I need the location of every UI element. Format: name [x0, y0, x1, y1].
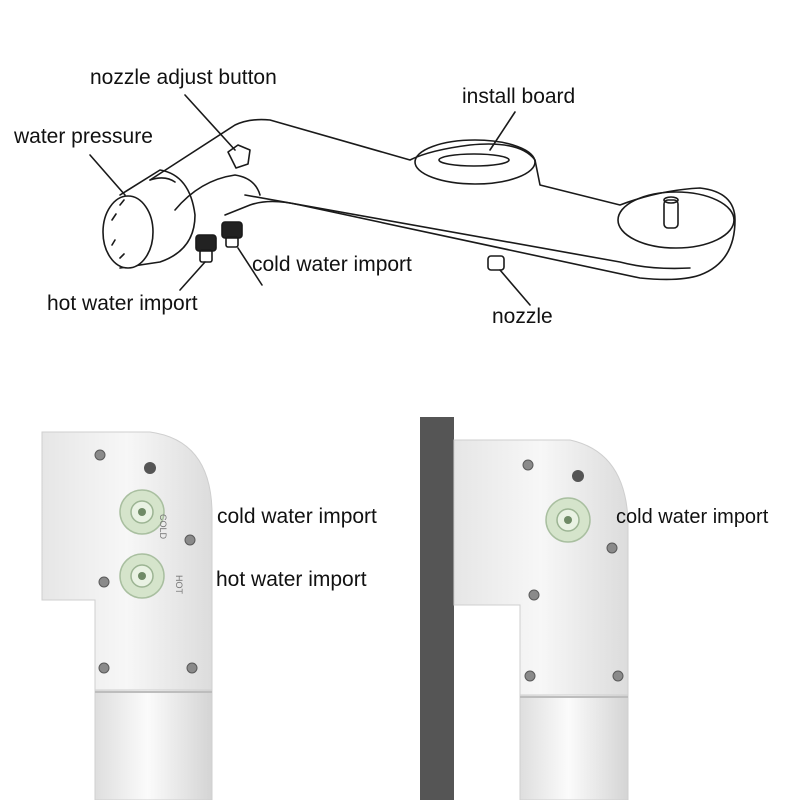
marking-hot: HOT: [174, 575, 184, 594]
screw: [184, 534, 196, 546]
install-board-plate: [414, 139, 536, 185]
nozzle-adjust-button-shape: [227, 144, 251, 169]
right-cold-knob: [545, 497, 591, 543]
screw: [186, 662, 198, 674]
photo-left-label-hot-water-import: hot water import: [216, 568, 367, 591]
label-install-board: install board: [462, 85, 576, 108]
nozzle-plate: [617, 191, 735, 249]
install-board-slot: [438, 153, 510, 167]
photo-right-label-cold-water-import: cold water import: [616, 506, 769, 528]
right-body-shell: [453, 439, 629, 696]
screw: [528, 589, 540, 601]
screw: [98, 576, 110, 588]
leader-cold-water: [237, 247, 263, 286]
leader-water-pressure: [89, 154, 126, 196]
pressure-knob-face: [102, 195, 154, 269]
label-nozzle: nozzle: [492, 305, 553, 328]
pressure-knob-body: [119, 169, 196, 269]
leader-nozzle-adjust: [184, 94, 236, 151]
screw: [94, 449, 106, 461]
leader-nozzle: [499, 269, 531, 306]
leader-hot-water: [179, 261, 206, 291]
left-hot-knob: [119, 553, 165, 599]
marking-cold: COLD: [158, 514, 168, 540]
screw: [522, 459, 534, 471]
screw: [606, 542, 618, 554]
nozzle-underside: [487, 255, 505, 271]
bidet-arm-body: [149, 118, 736, 281]
screw: [612, 670, 624, 682]
cold-connector: [221, 221, 243, 239]
label-hot-water-import: hot water import: [47, 292, 198, 315]
leader-install-board: [489, 111, 516, 151]
label-water-pressure: water pressure: [14, 125, 153, 148]
bidet-arm-lower-edge: [244, 194, 691, 270]
photo-left-label-cold-water-import: cold water import: [217, 505, 377, 528]
hot-connector: [195, 234, 217, 252]
bidet-line-drawing: [89, 94, 736, 306]
left-body-shell: [41, 431, 213, 691]
left-cylinder: [94, 689, 213, 800]
label-nozzle-adjust-button: nozzle adjust button: [90, 66, 277, 89]
wall-panel: [420, 417, 454, 800]
screw: [98, 662, 110, 674]
right-cylinder: [519, 694, 629, 800]
nozzle-post: [663, 199, 679, 229]
screw: [524, 670, 536, 682]
label-cold-water-import: cold water import: [252, 253, 412, 276]
